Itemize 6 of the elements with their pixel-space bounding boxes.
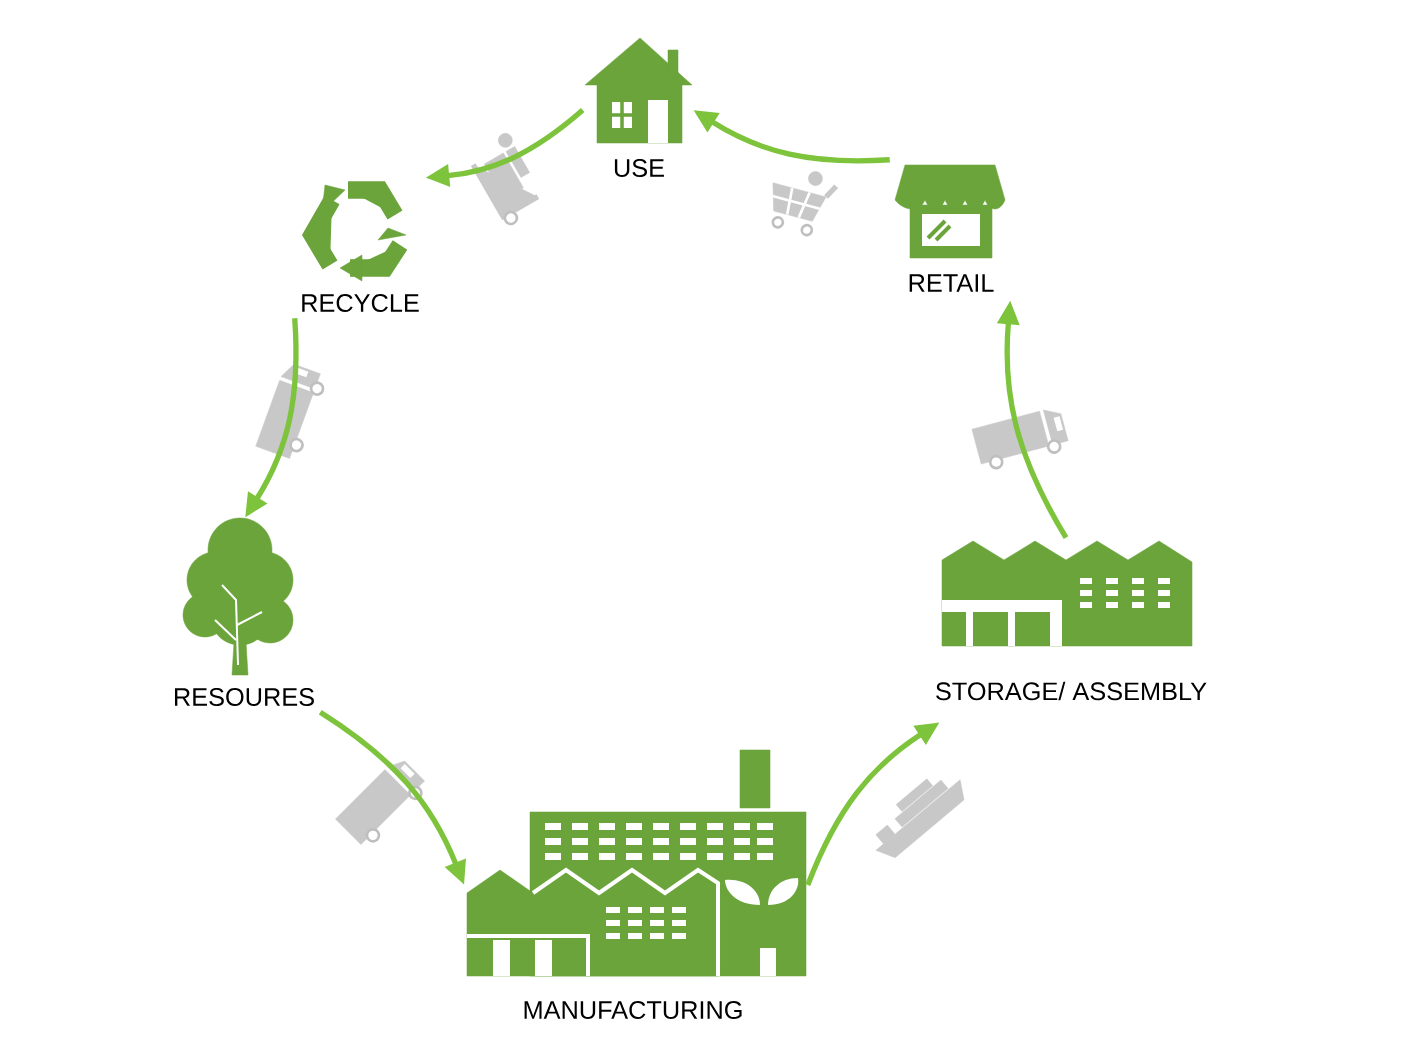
station-label: RECYCLE [302, 294, 419, 312]
station-label: USE [614, 159, 664, 177]
station-label: STORAGE/ ASSEMBLY [936, 681, 1207, 701]
station-label: MANUFACTURING [524, 1001, 742, 1019]
station-label: RETAIL [909, 274, 994, 292]
station-label: RESOURES [175, 688, 314, 706]
